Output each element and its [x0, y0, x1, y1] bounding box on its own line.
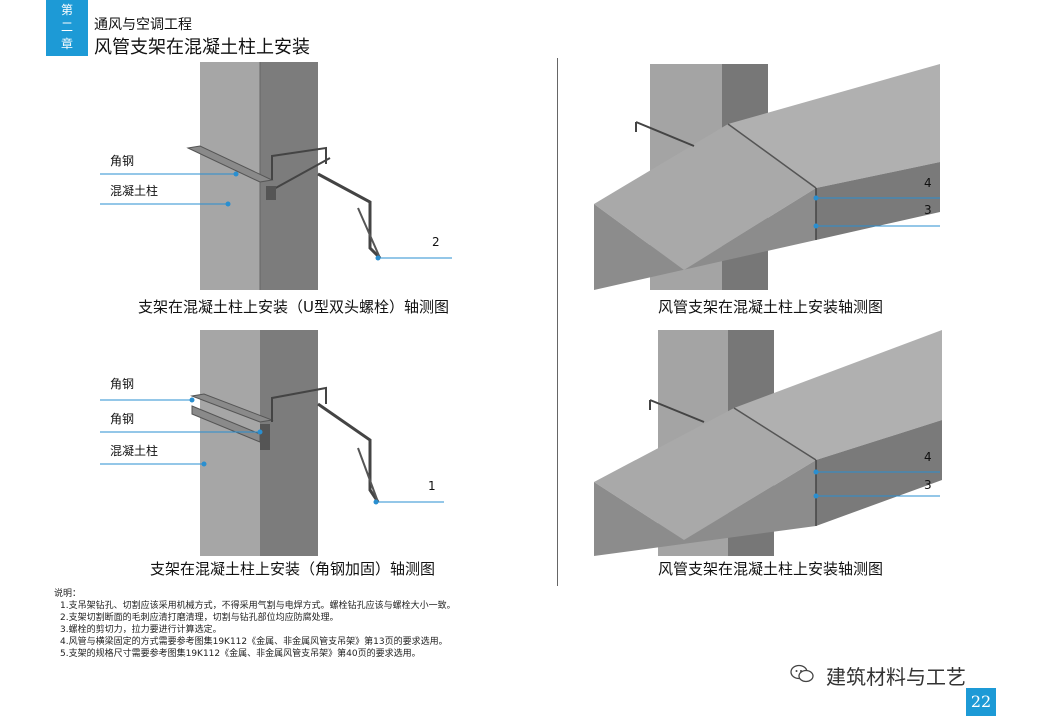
chapter-tab: 第 二 章	[46, 0, 88, 56]
label-angle-steel: 角钢	[110, 412, 135, 426]
figure-caption: 支架在混凝土柱上安装（角钢加固）轴测图	[150, 560, 436, 578]
note-item: 5.支架的规格尺寸需要参考图集19K112《金属、非金属风管支吊架》第40页的要…	[60, 649, 421, 659]
notes-block: 说明： 1.支吊架钻孔、切割应该采用机械方式，不得采用气割与电焊方式。螺栓钻孔应…	[54, 588, 456, 660]
label-angle-steel: 角钢	[110, 377, 135, 391]
label-concrete-column: 混凝土柱	[110, 184, 159, 198]
label-angle-steel: 角钢	[110, 154, 135, 168]
page-title: 风管支架在混凝土柱上安装	[94, 37, 310, 58]
figure-column-angle	[100, 330, 444, 556]
label-concrete-column: 混凝土柱	[110, 444, 159, 458]
figure-column-ubolt	[100, 62, 452, 290]
chapter-tab-char: 第	[60, 3, 73, 17]
watermark-text: 建筑材料与工艺	[826, 665, 966, 689]
callout-number: 2	[432, 235, 440, 249]
callout-number: 3	[924, 203, 932, 217]
figure-caption: 支架在混凝土柱上安装（U型双头螺栓）轴测图	[138, 298, 449, 316]
figure-duct-column-top	[594, 64, 940, 290]
figure-duct-column-bottom	[594, 330, 942, 556]
callout-number: 3	[924, 478, 932, 492]
vertical-divider	[557, 58, 558, 586]
section-title: 通风与空调工程	[94, 17, 192, 33]
figure-caption: 风管支架在混凝土柱上安装轴测图	[658, 298, 884, 316]
note-item: 3.螺栓的剪切力，拉力要进行计算选定。	[60, 625, 222, 635]
note-item: 1.支吊架钻孔、切割应该采用机械方式，不得采用气割与电焊方式。螺栓钻孔应该与螺栓…	[60, 601, 456, 611]
callout-number: 1	[428, 479, 436, 493]
figure-caption: 风管支架在混凝土柱上安装轴测图	[658, 560, 884, 578]
notes-heading: 说明：	[54, 589, 82, 599]
note-item: 4.风管与横梁固定的方式需要参考图集19K112《金属、非金属风管支吊架》第13…	[60, 637, 448, 647]
callout-number: 4	[924, 450, 932, 464]
chapter-tab-char: 二	[60, 20, 73, 34]
page-number: 22	[966, 688, 996, 716]
note-item: 2.支架切割断面的毛刺应清打磨清理，切割与钻孔部位均应防腐处理。	[60, 613, 339, 623]
chapter-tab-char: 章	[60, 37, 73, 51]
wechat-icon	[790, 664, 814, 683]
callout-number: 4	[924, 176, 932, 190]
